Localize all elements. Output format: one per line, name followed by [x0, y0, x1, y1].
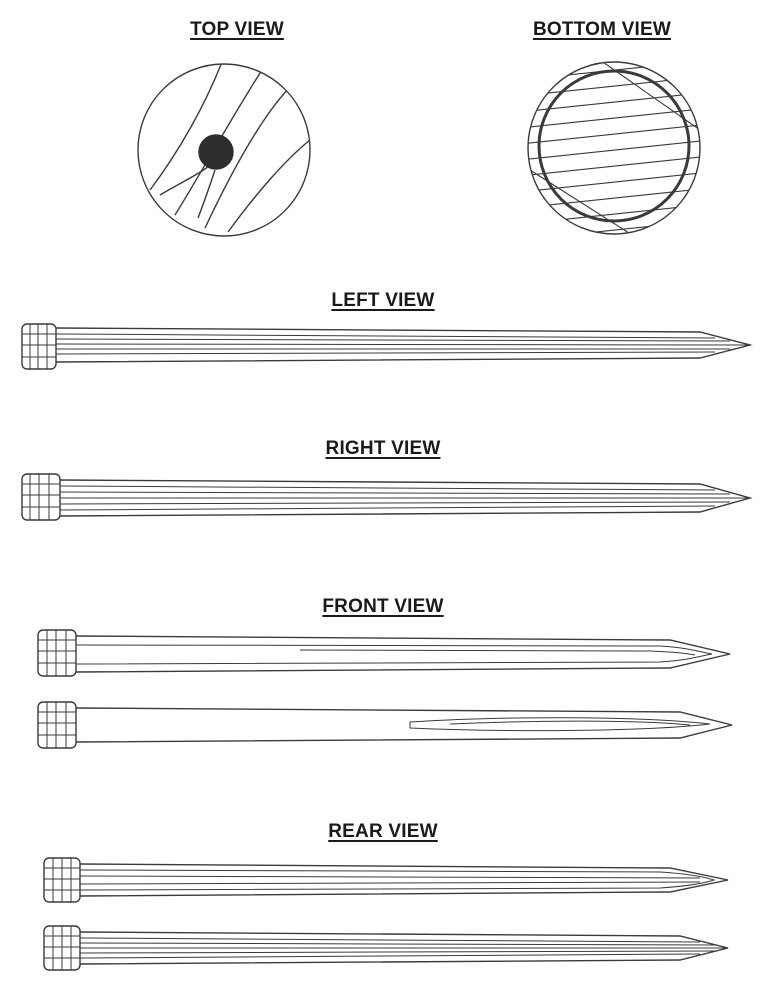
needle-cap: [21, 473, 61, 521]
rear-view-needle-1: [43, 857, 729, 903]
needle-cap: [21, 323, 57, 370]
front-view-needle-1: [37, 629, 731, 677]
needle-cap: [37, 629, 77, 677]
right-view-label: RIGHT VIEW: [325, 438, 441, 459]
front-view-label: FRONT VIEW: [322, 596, 444, 617]
bottom-view-label: BOTTOM VIEW: [532, 19, 672, 40]
bottom-view-figure: [527, 61, 701, 235]
front-view-needle-2: [37, 701, 733, 749]
center-hole: [198, 134, 234, 170]
left-view-label: LEFT VIEW: [331, 290, 435, 311]
top-view-label: TOP VIEW: [190, 19, 284, 40]
left-view-needle: [21, 323, 753, 370]
top-view-figure: [137, 63, 311, 237]
rear-view-label: REAR VIEW: [328, 821, 438, 842]
right-view-needle: [21, 473, 753, 521]
rear-view-needle-2: [43, 925, 729, 971]
needle-cap: [37, 701, 77, 749]
